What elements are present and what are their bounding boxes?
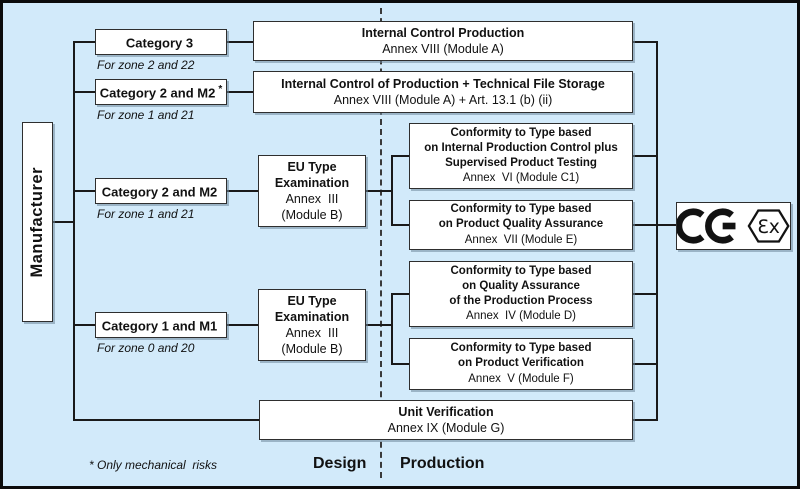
category-label: Category 2 and M2* (100, 84, 223, 100)
connector-line (392, 224, 409, 226)
box-line: on Internal Production Control plus (424, 141, 618, 154)
box-line: on Product Verification (458, 357, 584, 370)
box-line: Supervised Product Testing (445, 157, 597, 169)
box-line: Conformity to Type based (450, 203, 592, 216)
box-line: Annex IX (Module G) (387, 421, 505, 435)
connector-line (633, 155, 658, 157)
connector-line (227, 41, 253, 43)
connector-line (633, 363, 658, 365)
connector-line (73, 41, 75, 421)
box-line: Internal Control of Production + Technic… (281, 76, 605, 91)
eu-type-examination-box-1: EU Type Examination Annex III (Module B) (258, 155, 366, 227)
box-line: EU Type (287, 159, 337, 174)
connector-line (74, 91, 95, 93)
category-text: Category 1 and M1 (101, 318, 218, 334)
connector-line (74, 190, 95, 192)
box-line: (Module B) (281, 342, 343, 357)
category-label: Category 3 (126, 34, 196, 50)
connector-line (391, 293, 393, 365)
connector-line (392, 155, 409, 157)
category-3-box: Category 3 (95, 29, 227, 55)
box-line: Annex VIII (Module A) + Art. 13.1 (b) (i… (333, 93, 553, 107)
category-1-m1-box: Category 1 and M1 (95, 312, 227, 338)
connector-line (227, 190, 258, 192)
zone-caption: For zone 1 and 21 (97, 108, 195, 122)
box-line: Examination (274, 309, 350, 324)
connector-line (392, 363, 409, 365)
box-line: on Product Quality Assurance (438, 218, 604, 231)
connector-line (74, 41, 95, 43)
box-line: Conformity to Type based (450, 264, 592, 277)
box-line: Annex III (285, 326, 339, 340)
ce-ex-marking-box: Ɛx (676, 202, 791, 250)
module-a-box: Internal Control Production Annex VIII (… (253, 21, 633, 61)
category-2-m2-box: Category 2 and M2 (95, 178, 227, 204)
box-line: Internal Control Production (361, 25, 525, 40)
box-line: Annex IV (Module D) (466, 310, 576, 323)
manufacturer-box: Manufacturer (22, 122, 53, 322)
box-line: EU Type (287, 293, 337, 308)
production-phase-label: Production (400, 455, 485, 472)
box-line: on Quality Assurance (462, 279, 580, 292)
ex-mark-icon: Ɛx (747, 209, 790, 243)
box-line: Unit Verification (398, 404, 494, 419)
design-phase-label: Design (313, 455, 367, 472)
connector-line (633, 41, 658, 43)
category-note-mark: * (218, 83, 223, 95)
module-c1-box: Conformity to Type based on Internal Pro… (409, 123, 633, 189)
module-a-tfs-box: Internal Control of Production + Technic… (253, 71, 633, 113)
category-label: Category 1 and M1 (102, 317, 221, 333)
mechanical-risks-footnote: * Only mechanical risks (89, 458, 218, 472)
category-text: Category 3 (125, 35, 194, 51)
connector-line (74, 324, 95, 326)
category-2-m2-star-box: Category 2 and M2* (95, 79, 227, 105)
connector-line (656, 41, 658, 421)
design-production-divider-line (380, 8, 382, 478)
box-line: (Module B) (281, 208, 343, 223)
connector-line (633, 293, 658, 295)
ce-mark-icon (677, 208, 736, 244)
box-line: Conformity to Type based (450, 126, 592, 139)
manufacturer-label: Manufacturer (28, 166, 46, 278)
eu-type-examination-box-2: EU Type Examination Annex III (Module B) (258, 289, 366, 361)
unit-verification-box: Unit Verification Annex IX (Module G) (259, 400, 633, 440)
zone-caption: For zone 2 and 22 (97, 58, 195, 72)
connector-line (392, 293, 409, 295)
box-line: Annex VII (Module E) (464, 233, 578, 246)
zone-caption: For zone 1 and 21 (97, 207, 195, 221)
box-line: Annex VIII (Module A) (382, 42, 504, 56)
category-text: Category 2 and M2 (99, 85, 216, 101)
connector-line (53, 221, 74, 223)
connector-line (633, 224, 676, 226)
box-line: of the Production Process (449, 295, 593, 307)
connector-line (366, 324, 393, 326)
connector-line (74, 419, 259, 421)
connector-line (391, 155, 393, 226)
connector-line (366, 190, 393, 192)
connector-line (227, 91, 253, 93)
connector-line (227, 324, 258, 326)
box-line: Annex III (285, 192, 339, 206)
box-line: Examination (274, 175, 350, 190)
module-d-box: Conformity to Type based on Quality Assu… (409, 261, 633, 327)
ex-mark-text: Ɛx (757, 217, 780, 238)
zone-caption: For zone 0 and 20 (97, 341, 195, 355)
box-line: Annex V (Module F) (468, 372, 574, 385)
category-label: Category 2 and M2 (102, 183, 221, 199)
module-e-box: Conformity to Type based on Product Qual… (409, 200, 633, 250)
category-text: Category 2 and M2 (101, 184, 218, 200)
connector-line (633, 419, 658, 421)
box-line: Conformity to Type based (450, 342, 592, 355)
module-f-box: Conformity to Type based on Product Veri… (409, 338, 633, 390)
box-line: Annex VI (Module C1) (462, 172, 580, 185)
